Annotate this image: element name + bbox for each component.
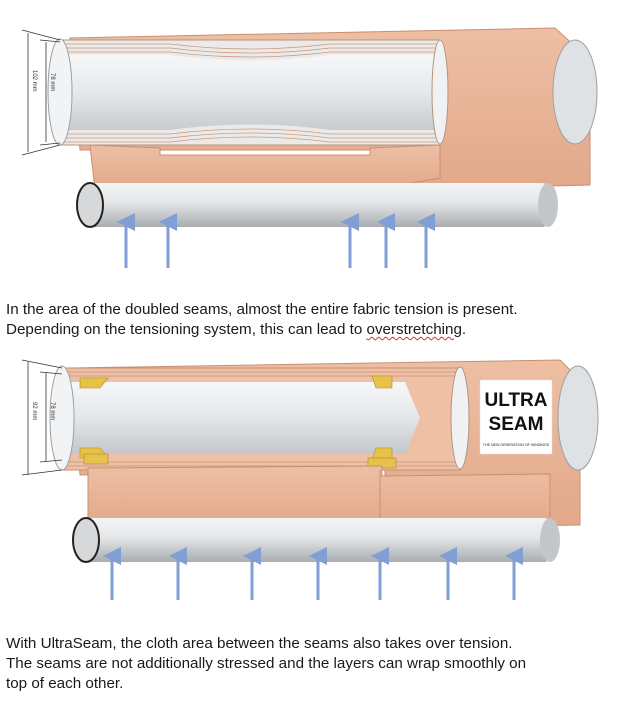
roll-core (62, 382, 420, 454)
caption-ultraseam: With UltraSeam, the cloth area between t… (6, 634, 611, 694)
roll-core-end (450, 366, 470, 470)
roll-end-cap (557, 365, 599, 471)
spellcheck-flagged-word[interactable]: overstretching (366, 321, 462, 338)
doubled-seams-illustration: 102 mm 78 mm (0, 0, 617, 290)
caption-line: Depending on the tensioning system, this… (6, 320, 611, 340)
dimension-label-outer: 92 mm (31, 402, 37, 420)
roll-core-end (431, 39, 449, 145)
ultraseam-illustration: ULTRA SEAM THE NEW GENERATION OF WINDING… (0, 350, 617, 625)
caption-doubled-seams: In the area of the doubled seams, almost… (6, 300, 611, 340)
caption-line: top of each other. (6, 675, 124, 692)
tension-arrows (103, 547, 523, 600)
logo-line-2: SEAM (489, 414, 544, 435)
dimension-label-outer: 102 mm (31, 70, 37, 92)
caption-text: . (461, 321, 467, 338)
dimension-label-inner: 78 mm (49, 402, 55, 420)
caption-line: In the area of the doubled seams, almost… (6, 301, 518, 318)
tension-roller (88, 183, 548, 227)
dimension-lines (21, 359, 63, 476)
tension-roller (85, 518, 550, 562)
dimension-lines (21, 29, 61, 156)
tension-arrows (117, 213, 435, 268)
roll-core (60, 55, 440, 130)
logo-line-1: ULTRA (485, 390, 548, 411)
caption-text: Depending on the tensioning system, this… (6, 321, 367, 338)
roll-left-end (47, 38, 73, 146)
ultraseam-logo: ULTRA SEAM THE NEW GENERATION OF WINDING… (479, 379, 553, 455)
fabric-strip (87, 465, 551, 527)
caption-line: With UltraSeam, the cloth area between t… (6, 635, 513, 652)
caption-line: The seams are not additionally stressed … (6, 655, 527, 672)
dimension-label-inner: 78 mm (49, 73, 55, 91)
logo-tagline: THE NEW GENERATION OF WINDINGS (483, 443, 550, 447)
roll-end-cap (552, 39, 598, 145)
seam-markers (79, 375, 397, 469)
fabric-layers (59, 43, 440, 143)
